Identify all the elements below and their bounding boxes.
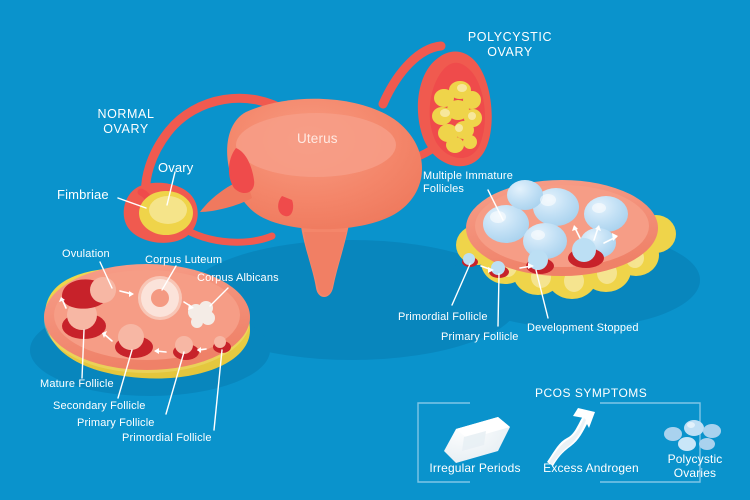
label-development-stopped: Development Stopped: [527, 322, 639, 334]
stage-primary: [173, 336, 199, 360]
normal-ovary-cutaway: [44, 264, 250, 379]
label-secondary-follicle: Secondary Follicle: [53, 400, 146, 412]
immature-follicles: [483, 180, 628, 259]
pad-icon: [444, 417, 510, 463]
stopped-follicles: [462, 238, 604, 278]
pcos-arrows: [480, 225, 618, 273]
polycystic-ovary-small: [417, 51, 492, 167]
symptom-label-polycystic-ovaries: Polycystic Ovaries: [667, 452, 723, 480]
stage-primordial: [213, 336, 231, 353]
label-ovary: Ovary: [158, 160, 194, 175]
label-ovulation: Ovulation: [62, 248, 110, 260]
rising-arrow-icon: [547, 408, 595, 466]
corpus-luteum-shape: [138, 276, 182, 320]
label-primordial-follicle-left: Primordial Follicle: [122, 432, 212, 444]
heading-polycystic-ovary: POLYCYSTIC OVARY: [467, 30, 553, 59]
uterus: [200, 98, 422, 297]
label-primary-follicle-left: Primary Follicle: [77, 417, 155, 429]
label-uterus: Uterus: [297, 131, 338, 146]
cysts-cluster-icon: [664, 420, 721, 451]
symptom-label-irregular-periods: Irregular Periods: [429, 461, 521, 475]
label-corpus-albicans: Corpus Albicans: [197, 272, 279, 284]
label-primordial-follicle-right: Primordial Follicle: [398, 311, 488, 323]
label-corpus-luteum: Corpus Luteum: [145, 254, 223, 266]
label-multiple-immature-follicles: Multiple Immature Follicles: [423, 170, 513, 195]
heading-normal-ovary: NORMAL OVARY: [97, 107, 155, 136]
label-mature-follicle: Mature Follicle: [40, 378, 114, 390]
label-fimbriae: Fimbriae: [57, 187, 109, 202]
leader-lines: [81, 171, 549, 431]
symptom-label-excess-androgen: Excess Androgen: [543, 461, 639, 475]
cycle-arrows: [59, 290, 207, 354]
label-primary-follicle-right: Primary Follicle: [441, 331, 519, 343]
symptoms-panel-title: PCOS SYMPTOMS: [535, 386, 648, 400]
stage-secondary: [115, 324, 153, 358]
normal-ovary-small: [123, 182, 198, 243]
